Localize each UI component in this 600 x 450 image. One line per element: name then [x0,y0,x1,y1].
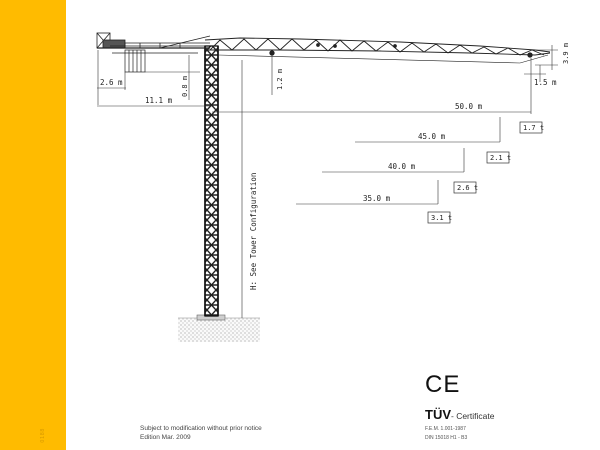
load-badges: 1.7 t 2.1 t 2.6 t 3.1 t [427,121,544,224]
ce-mark-icon: CE [425,371,461,398]
dim-counter-jib-length: 11.1 m [145,96,173,105]
radius-45: 45.0 m [418,132,446,141]
load-2-6: 2.6 t [457,184,478,192]
tower-height-label: H: See Tower Configuration [249,173,258,290]
radius-40: 40.0 m [388,162,416,171]
dim-jib-tip-offset: 1.5 m [534,78,557,87]
ground-foundation [178,314,260,342]
tower-mast [204,45,219,317]
certification-block: CE TÜV- Certificate F.E.M. 1.001-1987 DI… [425,371,494,442]
radius-50: 50.0 m [455,102,483,111]
dim-jib-tip-height: 3.9 m [562,43,570,64]
tuv-certificate: TÜV- Certificate [425,404,494,423]
modification-notice: Subject to modification without prior no… [140,425,262,432]
footer-note: Subject to modification without prior no… [140,424,262,442]
radius-35: 35.0 m [363,194,391,203]
din-standard: DIN 15018 H1 - B3 [425,435,468,441]
dim-counter-jib-height: 0.8 m [181,76,189,97]
dim-counter-jib-end: 2.6 m [100,78,123,87]
accent-sidebar: 0188 [0,0,66,450]
tuv-suffix: - Certificate [451,411,495,421]
load-3-1: 3.1 t [431,214,452,222]
load-1-7: 1.7 t [523,124,544,132]
fem-standard: F.E.M. 1.001-1987 [425,426,466,432]
dim-trolley-drop: 1.2 m [276,69,284,90]
counter-jib [96,32,211,73]
dimension-lines [97,45,558,318]
tuv-logo: TÜV [425,407,451,422]
edition-date: Edition Mar. 2009 [140,434,191,441]
main-jib [204,37,551,64]
load-2-1: 2.1 t [490,154,511,162]
